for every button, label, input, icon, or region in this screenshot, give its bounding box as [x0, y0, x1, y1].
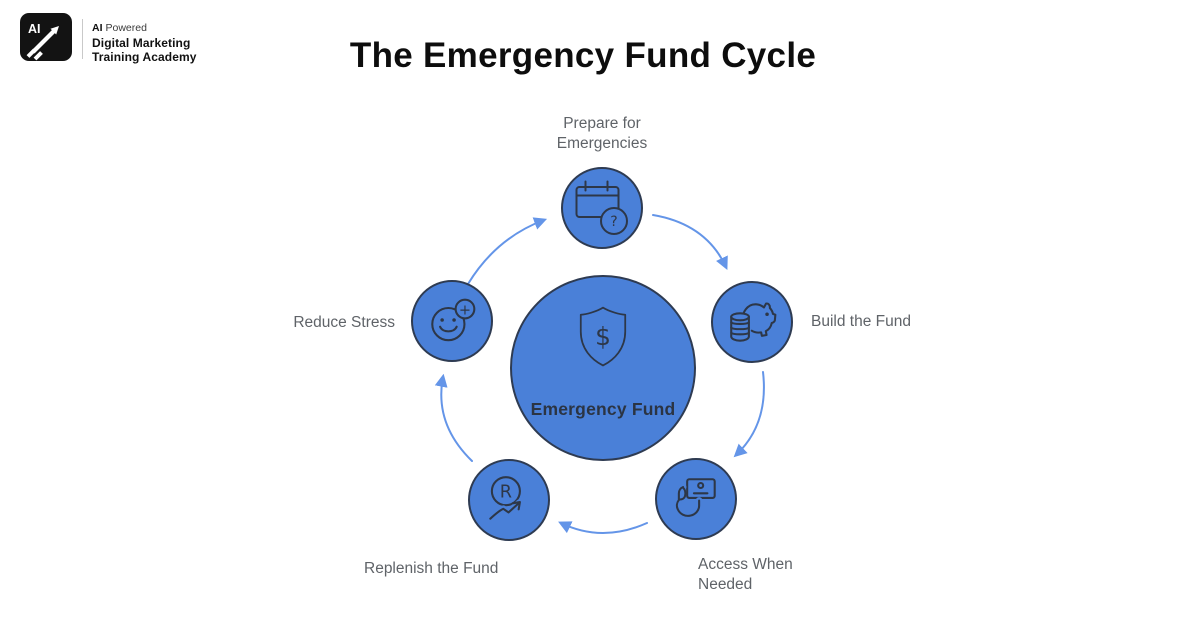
calendar-question-icon: ? — [575, 180, 628, 235]
brand-line1-rest: Powered — [105, 22, 147, 34]
question-glyph: ? — [610, 214, 617, 230]
step-node-access — [655, 458, 737, 540]
step-label-build: Build the Fund — [811, 313, 911, 330]
page-title: The Emergency Fund Cycle — [349, 36, 817, 75]
step-label-prepare: Prepare for Emergencies — [556, 115, 648, 152]
r-glyph: R — [500, 482, 512, 502]
brand-line1-bold: AI — [92, 22, 103, 34]
arrow-build-to-access — [733, 371, 765, 458]
logo-divider — [82, 19, 83, 59]
arrow-prepare-to-build — [652, 214, 728, 270]
step-node-replenish: R — [468, 459, 550, 541]
brand-logo-badge: AI — [20, 13, 72, 61]
center-node-emergency-fund: $ Emergency Fund — [510, 275, 696, 461]
step-node-prepare: ? — [561, 167, 643, 249]
piggy-bank-coins-icon — [730, 302, 777, 342]
arrow-access-to-replenish — [558, 521, 648, 534]
arrow-reduce-to-prepare — [467, 217, 548, 285]
step-node-build — [711, 281, 793, 363]
dollar-glyph: $ — [595, 322, 611, 351]
center-node-label: Emergency Fund — [530, 399, 676, 419]
growth-arrow-icon: AI — [26, 22, 59, 61]
shield-dollar-icon: $ — [579, 306, 627, 367]
plus-glyph: + — [459, 302, 471, 318]
step-label-replenish: Replenish the Fund — [364, 560, 499, 577]
hand-card-icon — [673, 478, 716, 520]
step-label-reduce: Reduce Stress — [293, 314, 395, 331]
step-node-reduce: + — [411, 280, 493, 362]
arrow-replenish-to-reduce — [434, 373, 473, 462]
replenish-growth-icon: R — [486, 476, 523, 523]
brand-line-3: Training Academy — [92, 50, 197, 64]
brand-line-2: Digital Marketing — [92, 35, 191, 50]
step-label-access: Access When Needed — [698, 556, 793, 593]
smiley-plus-icon: + — [431, 298, 476, 342]
logo-ai-text: AI — [28, 22, 41, 36]
